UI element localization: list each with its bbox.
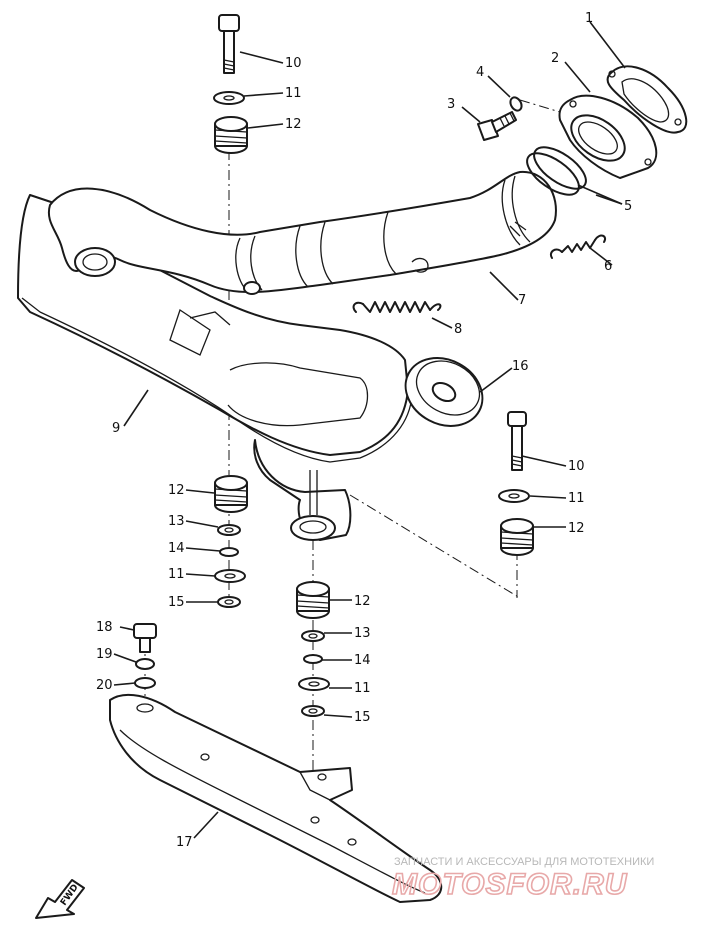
watermark: ЗАПЧАСТИ И АКСЕССУАРЫ ДЛЯ МОТОТЕХНИКИ MO… xyxy=(391,856,654,902)
callout-11-center: 11 xyxy=(354,681,371,696)
watermark-brand: MOTOSFOR.RU xyxy=(392,868,628,901)
callout-9: 9 xyxy=(112,421,120,436)
muffler-grommet xyxy=(404,357,484,427)
leader-lines xyxy=(113,21,626,839)
washer-top-left xyxy=(213,91,245,105)
collar-left-middle xyxy=(217,524,241,536)
callout-17: 17 xyxy=(176,835,193,850)
callout-15-left-middle: 15 xyxy=(168,595,185,610)
flange-washer xyxy=(509,96,523,112)
bracket-washer xyxy=(134,677,156,689)
callout-labels: 1 2 3 4 5 6 7 8 9 10 11 12 16 10 11 12 1… xyxy=(96,11,632,850)
sealing-rings xyxy=(526,146,587,196)
rubber-mount-top-left xyxy=(214,116,248,154)
spring-6 xyxy=(550,234,606,259)
callout-12-right: 12 xyxy=(568,521,585,536)
bracket-spring-washer xyxy=(135,658,155,670)
callout-12-center: 12 xyxy=(354,594,371,609)
callout-13-center: 13 xyxy=(354,626,371,641)
callout-11-top-left: 11 xyxy=(285,86,302,101)
rubber-mount-right xyxy=(500,518,534,556)
spring-washer-center xyxy=(303,654,323,664)
spring-washer-left-middle xyxy=(219,547,239,557)
callout-13-left-middle: 13 xyxy=(168,514,185,529)
nut-left-middle xyxy=(217,596,241,608)
callout-14-left-middle: 14 xyxy=(168,541,185,556)
callout-10-top-left: 10 xyxy=(285,56,302,71)
callout-1: 1 xyxy=(585,11,593,26)
exhaust-flange-gasket xyxy=(606,65,688,134)
callout-11-right: 11 xyxy=(568,491,585,506)
callout-6: 6 xyxy=(604,259,612,274)
callout-2: 2 xyxy=(551,51,559,66)
rubber-mount-center xyxy=(296,581,330,619)
watermark-caption: ЗАПЧАСТИ И АКСЕССУАРЫ ДЛЯ МОТОТЕХНИКИ xyxy=(394,856,654,868)
callout-5: 5 xyxy=(624,199,632,214)
callout-7: 7 xyxy=(518,293,526,308)
callout-10-right: 10 xyxy=(568,459,585,474)
callout-15-center: 15 xyxy=(354,710,371,725)
washer-left-middle xyxy=(214,569,246,583)
callout-16: 16 xyxy=(512,359,529,374)
mount-bolt-top-left xyxy=(218,14,240,74)
exhaust-pipe xyxy=(47,170,557,295)
rubber-mount-left-middle xyxy=(214,475,248,513)
bracket-bolt xyxy=(133,623,157,653)
callout-11-left-middle: 11 xyxy=(168,567,185,582)
callout-18: 18 xyxy=(96,620,113,635)
collar-center xyxy=(301,630,325,642)
forward-direction-arrow: FWD xyxy=(35,879,85,919)
callout-3: 3 xyxy=(447,97,455,112)
washer-right xyxy=(498,489,530,503)
callout-8: 8 xyxy=(454,322,462,337)
muffler-bracket xyxy=(109,693,443,903)
mount-bolt-right xyxy=(507,411,527,471)
exhaust-joint xyxy=(558,94,658,179)
callout-12-top-left: 12 xyxy=(285,117,302,132)
spring-8 xyxy=(352,301,442,313)
callout-14-center: 14 xyxy=(354,653,371,668)
callout-20: 20 xyxy=(96,678,113,693)
callout-12-left-middle: 12 xyxy=(168,483,185,498)
callout-4: 4 xyxy=(476,65,484,80)
nut-center xyxy=(301,705,325,717)
washer-center xyxy=(298,677,330,691)
callout-19: 19 xyxy=(96,647,113,662)
flange-bolt xyxy=(477,111,517,141)
